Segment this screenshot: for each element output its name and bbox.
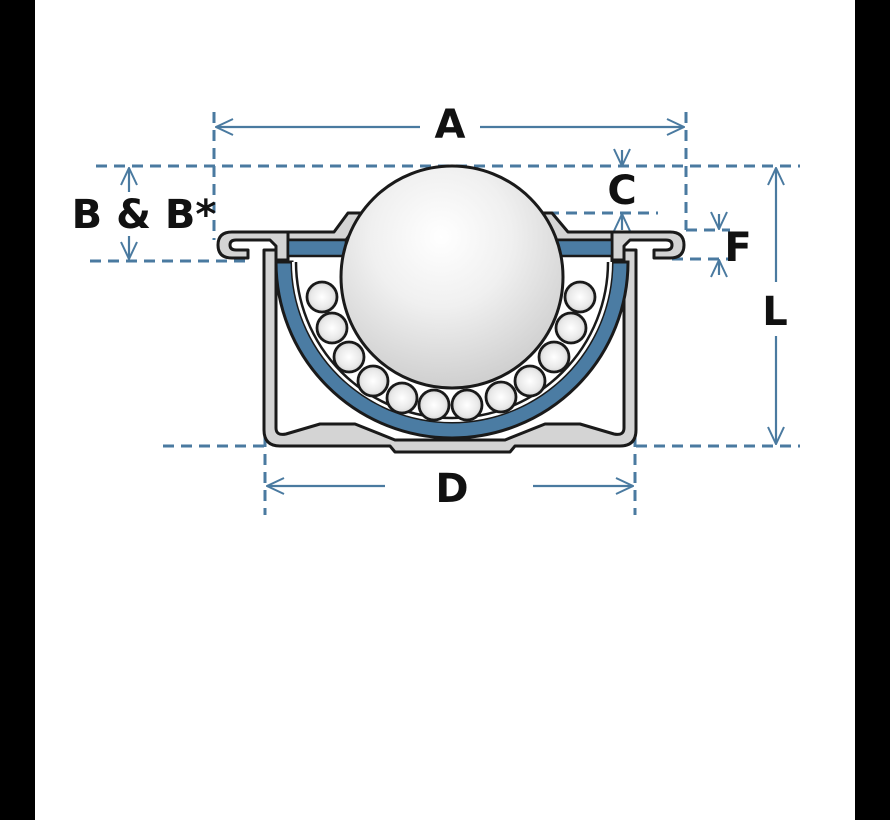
support-ball [554,311,588,345]
label-d: D [435,466,468,512]
housing-shell [262,248,638,454]
support-ball [385,381,419,415]
left-flange [216,230,290,262]
dimension-arrows [129,127,776,486]
support-ball [537,340,571,374]
label-a: A [435,102,466,148]
support-ball [332,340,366,374]
right-seal-plate [554,238,614,258]
support-ball [484,380,518,414]
blue-seal-plates [286,238,614,258]
main-load-ball [339,164,565,390]
support-ball [563,280,597,314]
label-c: C [607,168,636,214]
label-f: F [724,225,751,271]
label-l: L [762,289,788,335]
race-inner-outline [294,261,610,420]
left-seal-plate [286,238,348,258]
support-ball [417,388,451,422]
support-ball [356,364,390,398]
right-flange [610,230,686,262]
extension-lines [90,112,800,515]
support-ball [305,280,339,314]
left-frame-bar [0,0,35,820]
right-frame-bar [855,0,890,820]
support-ball [315,311,349,345]
support-ball [513,364,547,398]
support-ball [450,388,484,422]
support-balls [305,280,597,422]
label-b: B & B* [72,192,217,238]
